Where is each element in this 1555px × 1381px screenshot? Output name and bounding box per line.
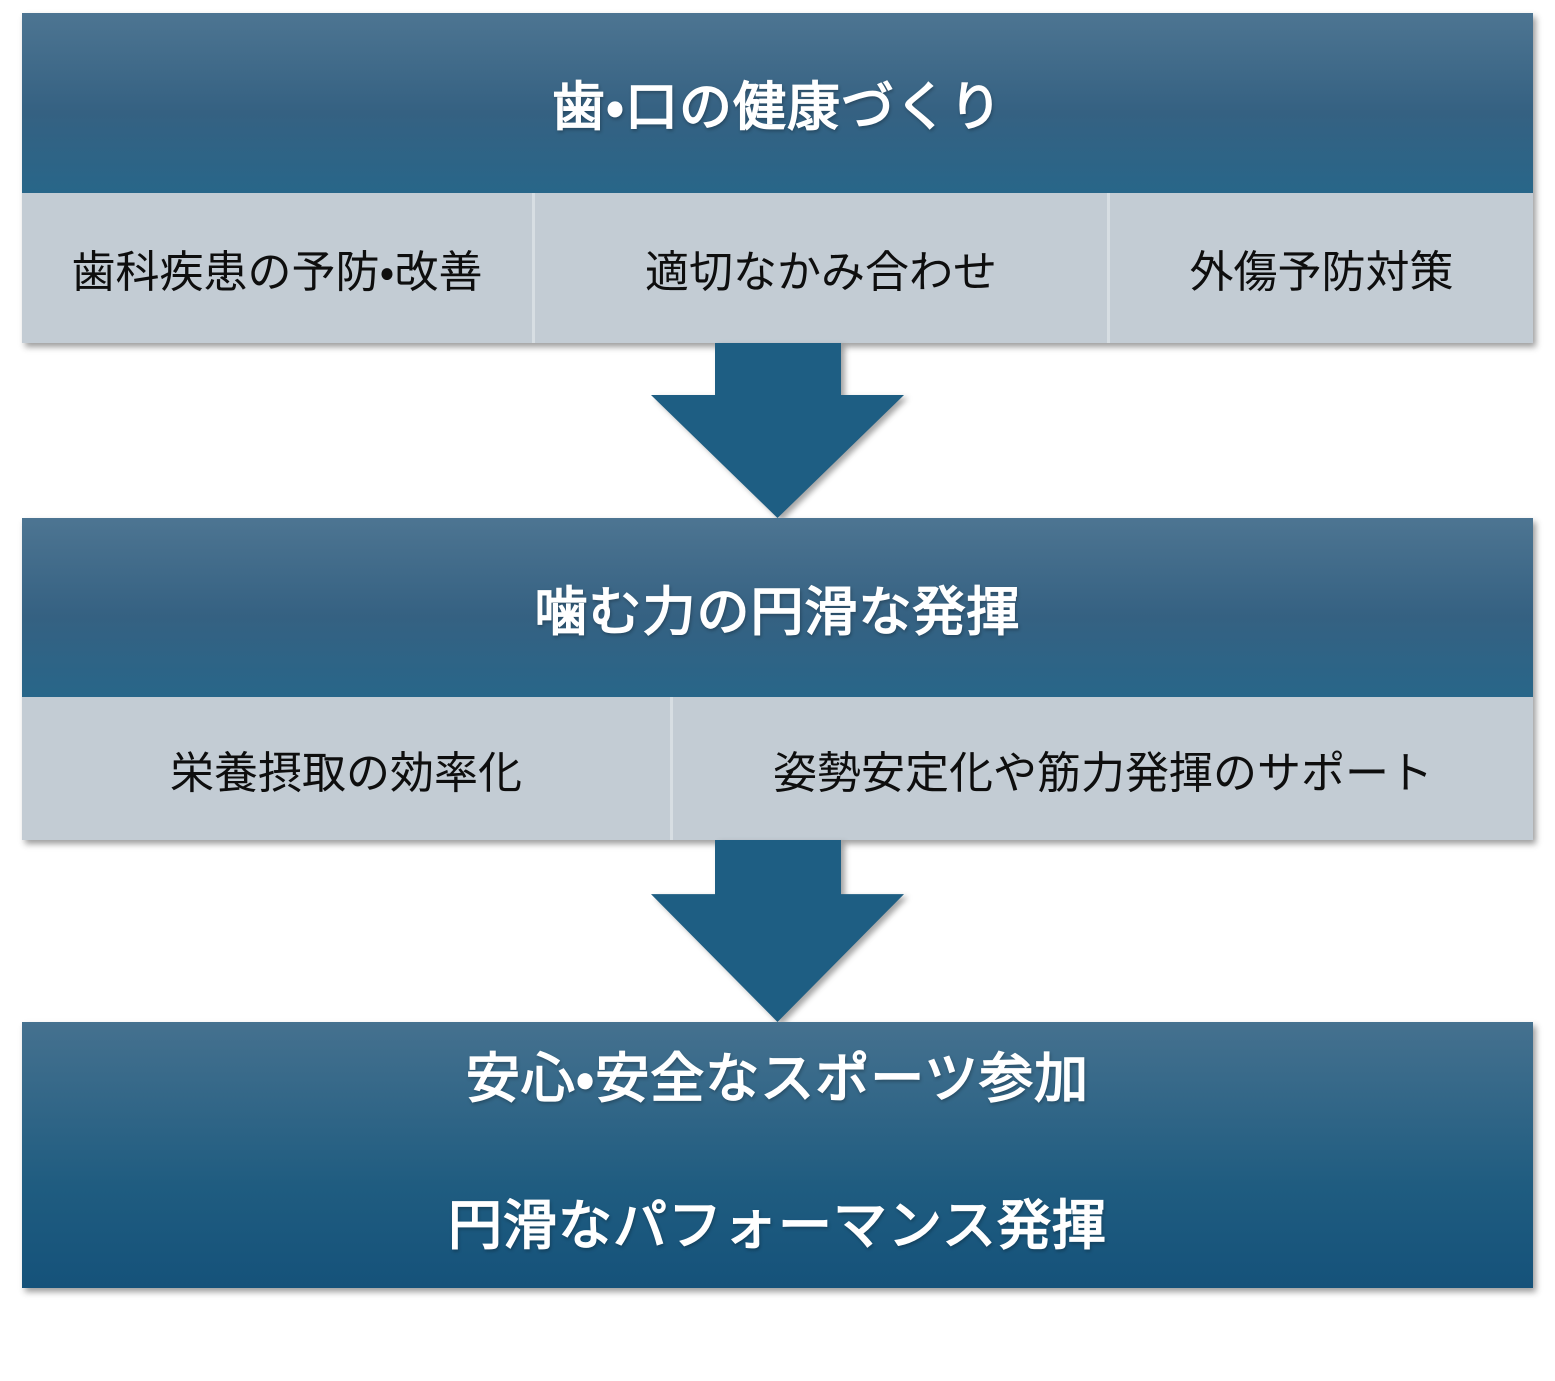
stage-chewing-power-box: 噛む力の円滑な発揮 栄養摂取の効率化 姿勢安定化や筋力発揮のサポート [22, 518, 1533, 840]
down-arrow-icon [651, 343, 904, 518]
stage-chewing-power-title: 噛む力の円滑な発揮 [22, 518, 1533, 697]
item-proper-bite: 適切なかみ合わせ [532, 193, 1107, 343]
outcome-safe-sports-participation: 安心・安全なスポーツ参加 [465, 1049, 1090, 1109]
stage-chewing-power-items-row: 栄養摂取の効率化 姿勢安定化や筋力発揮のサポート [22, 697, 1533, 840]
stage-oral-health-title: 歯・口の健康づくり [22, 13, 1533, 193]
item-injury-prevention: 外傷予防対策 [1107, 193, 1533, 343]
outcome-box: 安心・安全なスポーツ参加 円滑なパフォーマンス発揮 [22, 1022, 1533, 1288]
down-arrow-icon [651, 840, 904, 1022]
item-posture-muscle-support: 姿勢安定化や筋力発揮のサポート [670, 697, 1533, 840]
stage-oral-health-items-row: 歯科疾患の予防・改善 適切なかみ合わせ 外傷予防対策 [22, 193, 1533, 343]
stage-oral-health-box: 歯・口の健康づくり 歯科疾患の予防・改善 適切なかみ合わせ 外傷予防対策 [22, 13, 1533, 343]
item-nutrition-efficiency: 栄養摂取の効率化 [170, 748, 522, 798]
item-dental-disease-prevention: 歯科疾患の予防・改善 [71, 248, 483, 297]
outcome-smooth-performance: 円滑なパフォーマンス発揮 [448, 1196, 1107, 1256]
